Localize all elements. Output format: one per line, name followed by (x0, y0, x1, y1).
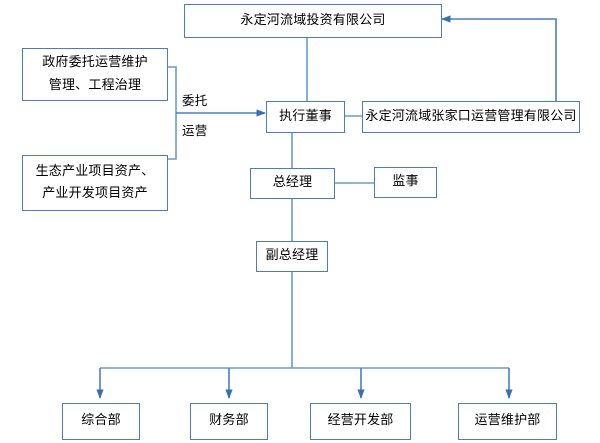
edge-label-entrust: 委托 (182, 93, 208, 108)
node-gov-entrusted-assets[interactable]: 政府委托运营维护 管理、工程治理 (22, 48, 168, 101)
edge-operating-company-to-parent (441, 15, 557, 101)
node-parent-company[interactable]: 永定河流域投资有限公司 (184, 4, 442, 38)
node-executive-director[interactable]: 执行董事 (266, 101, 345, 133)
node-deputy-general-manager[interactable]: 副总经理 (256, 241, 328, 272)
node-operating-company[interactable]: 永定河流域张家口运营管理有限公司 (362, 101, 580, 133)
edge-left-assets-bracket (168, 66, 177, 160)
edge-label-operate: 运营 (182, 123, 208, 138)
node-eco-industry-assets[interactable]: 生态产业项目资产、 产业开发项目资产 (22, 155, 168, 211)
node-supervisor[interactable]: 监事 (374, 167, 437, 198)
node-general-manager[interactable]: 总经理 (250, 168, 335, 199)
node-department-finance[interactable]: 财务部 (190, 403, 268, 440)
node-department-business-development[interactable]: 经营开发部 (310, 403, 411, 440)
node-department-comprehensive[interactable]: 综合部 (62, 403, 140, 440)
node-department-operation-maintenance[interactable]: 运营维护部 (458, 403, 557, 440)
